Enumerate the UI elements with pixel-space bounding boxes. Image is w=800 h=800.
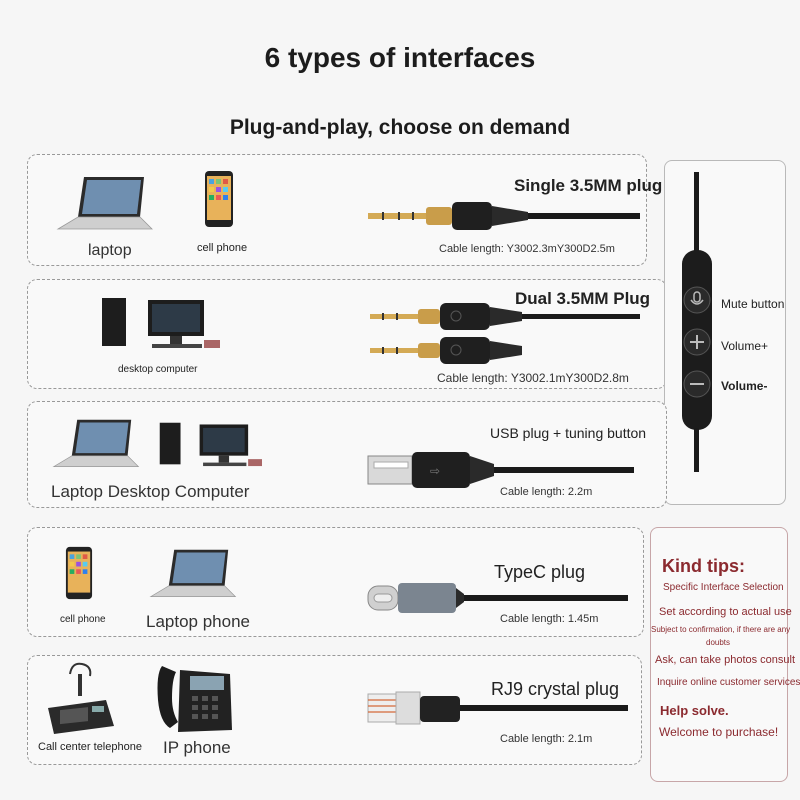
cable-length-dual-35mm: Cable length: Y3002.1mY300D2.8m	[437, 371, 629, 385]
row-usb	[27, 401, 667, 508]
desktop-computer-icon	[159, 422, 262, 467]
ip-phone-icon	[157, 666, 232, 732]
tip-line: Subject to confirmation, if there are an…	[651, 625, 791, 634]
cell-phone-icon	[65, 546, 93, 600]
kind-tips-title: Kind tips:	[662, 556, 745, 576]
cable-length-rj9: Cable length: 2.1m	[500, 733, 593, 745]
tip-line: Ask, can take photos consult	[655, 654, 796, 666]
mute-button-label: Mute button	[721, 297, 785, 311]
label-desktop-computer: desktop computer	[118, 364, 198, 375]
usb-plug-icon: ⇨	[367, 452, 634, 488]
laptop-icon	[149, 549, 237, 597]
cable-length-single-35mm: Cable length: Y3002.3mY300D2.5m	[439, 243, 615, 255]
inline-controller-icon	[682, 172, 712, 472]
svg-text:⇨: ⇨	[430, 464, 440, 478]
page-title: 6 types of interfaces	[264, 42, 536, 73]
kind-tips-panel	[650, 527, 788, 782]
row-typec	[27, 527, 644, 637]
label-laptop-desktop: Laptop Desktop Computer	[51, 482, 250, 501]
label-laptop: laptop	[88, 242, 132, 259]
tip-line: Inquire online customer services	[657, 677, 800, 688]
cable-length-typec: Cable length: 1.45m	[500, 613, 599, 625]
label-cell-phone: cell phone	[197, 242, 248, 254]
desktop-computer-icon	[102, 298, 220, 348]
laptop-icon	[56, 177, 153, 230]
cable-length-usb: Cable length: 2.2m	[500, 486, 593, 498]
label-laptop-phone: Laptop phone	[146, 612, 250, 631]
tip-line: Set according to actual use	[659, 606, 792, 618]
rj9-plug-icon	[367, 691, 628, 725]
plug-title-rj9: RJ9 crystal plug	[491, 679, 620, 699]
plug-title-single-35mm: Single 3.5MM plug	[514, 176, 663, 195]
tip-line: doubts	[706, 638, 731, 647]
laptop-icon	[52, 419, 140, 467]
cell-phone-icon	[205, 171, 233, 227]
call-center-telephone-icon	[48, 662, 114, 734]
tip-line: Welcome to purchase!	[659, 725, 779, 739]
row-dual-35mm	[27, 279, 667, 389]
label-ip-phone: IP phone	[163, 738, 231, 757]
dual-35mm-plug-icon	[370, 303, 640, 364]
label-call-center-telephone: Call center telephone	[38, 741, 142, 753]
tip-line: Specific Interface Selection	[663, 582, 784, 593]
page-subtitle: Plug-and-play, choose on demand	[229, 116, 571, 139]
volume-minus-label: Volume-	[721, 379, 768, 393]
plug-title-usb: USB plug + tuning button	[490, 425, 647, 441]
plug-title-dual-35mm: Dual 3.5MM Plug	[515, 289, 651, 308]
label-cell-phone: cell phone	[60, 614, 106, 625]
tip-line: Help solve.	[660, 703, 729, 718]
volume-plus-label: Volume+	[721, 339, 769, 353]
plug-title-typec: TypeC plug	[494, 562, 586, 582]
single-35mm-plug-icon	[368, 202, 640, 230]
typec-plug-icon	[367, 583, 628, 613]
